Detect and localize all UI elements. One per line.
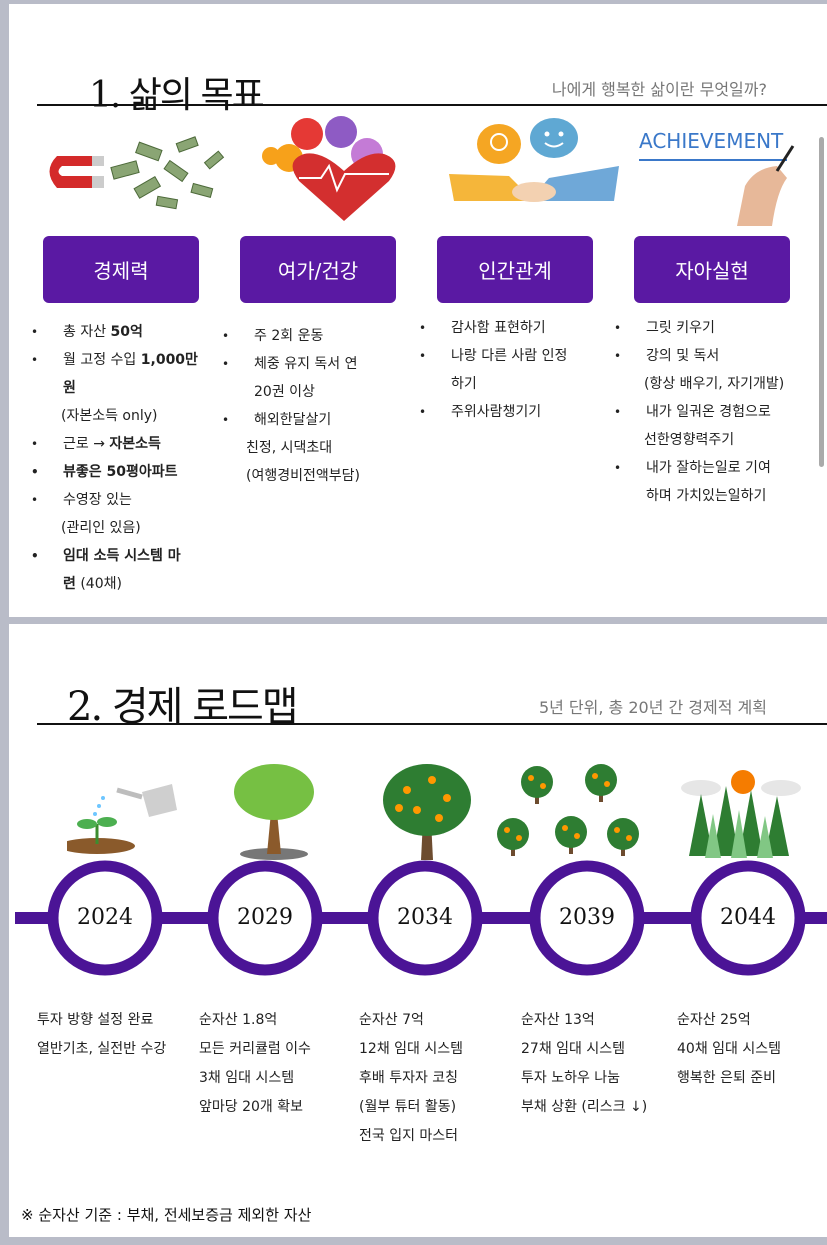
milestone-line: 12채 임대 시스템 [359, 1041, 463, 1057]
milestone-line: 투자 노하우 나눔 [521, 1070, 621, 1086]
list-item-note: 친정, 시댁초대 [246, 440, 333, 456]
milestone-2034: 순자산 7억 12채 임대 시스템 후배 투자자 코칭 (월부 튜터 활동) 전… [359, 1006, 463, 1151]
milestone-line: 모든 커리큘럼 이수 [199, 1041, 311, 1057]
milestone-line: 27채 임대 시스템 [521, 1041, 625, 1057]
milestone-line: (월부 튜터 활동) [359, 1099, 457, 1115]
slide2-title: 2. 경제 로드맵 [67, 684, 299, 730]
list-item-continued: 하기 [451, 376, 477, 392]
list-item: 근로 → 자본소득 [31, 430, 221, 458]
milestone-line: 순자산 25억 [677, 1012, 751, 1028]
milestone-line: 투자 방향 설정 완료 [37, 1012, 154, 1028]
list-item-note: 선한영향력주기 [644, 432, 735, 448]
handshake-icon [449, 118, 619, 202]
economic-roadmap-slide: 2. 경제 로드맵 5년 단위, 총 20년 간 경제적 계획 [9, 624, 827, 1237]
slide1-title: 1. 삶의 목표 [89, 75, 265, 116]
list-item: 나랑 다른 사람 인정 [419, 342, 619, 370]
milestone-line: 후배 투자자 코칭 [359, 1070, 459, 1086]
list-item: 총 자산 50억 [31, 318, 221, 346]
life-goals-slide: 1. 삶의 목표 나에게 행복한 삶이란 무엇일까? [9, 4, 827, 617]
list-item-continued: 하며 가치있는일하기 [646, 488, 767, 504]
category-relationships: 인간관계 [437, 236, 593, 303]
milestone-line: 열반기초, 실전반 수강 [37, 1041, 167, 1057]
year-2039: 2039 [559, 905, 615, 930]
year-2044: 2044 [720, 905, 776, 930]
list-item: 월 고정 수입 1,000만 [31, 346, 221, 374]
scrollbar[interactable] [819, 137, 824, 467]
milestone-2024: 투자 방향 설정 완료 열반기초, 실전반 수강 [37, 1006, 166, 1064]
milestone-2044: 순자산 25억 40채 임대 시스템 행복한 은퇴 준비 [677, 1006, 781, 1093]
list-item: 뷰좋은 50평아파트 [31, 458, 221, 486]
list-item: 그릿 키우기 [614, 314, 819, 342]
list-item-note: (관리인 있음) [61, 520, 141, 536]
milestone-line: 3채 임대 시스템 [199, 1070, 295, 1086]
self-realization-goals-list: 그릿 키우기 강의 및 독서 (항상 배우기, 자기개발) 내가 일궈온 경험으… [614, 314, 819, 510]
list-item: 해외한달살기 [222, 406, 422, 434]
heart-health-icon [262, 116, 396, 221]
fruit-tree-icon [383, 764, 471, 860]
title-divider [37, 104, 827, 106]
year-2029: 2029 [237, 905, 293, 930]
milestone-line: 행복한 은퇴 준비 [677, 1070, 777, 1086]
list-item: 임대 소득 시스템 마 [31, 542, 221, 570]
young-tree-icon [234, 764, 314, 860]
orchard-icon [497, 764, 639, 856]
achievement-writing-icon: ACHIEVEMENT [639, 129, 795, 226]
year-2024: 2024 [77, 905, 133, 930]
milestone-line: 앞마당 20개 확보 [199, 1099, 303, 1115]
milestone-2029: 순자산 1.8억 모든 커리큘럼 이수 3채 임대 시스템 앞마당 20개 확보 [199, 1006, 311, 1122]
milestone-line: 40채 임대 시스템 [677, 1041, 781, 1057]
list-item: 주 2회 운동 [222, 322, 422, 350]
milestone-line: 부채 상환 (리스크 ↓) [521, 1099, 648, 1115]
timeline [15, 860, 827, 976]
title-divider [37, 723, 827, 725]
list-item: 감사함 표현하기 [419, 314, 619, 342]
footnote: ※ 순자산 기준 : 부채, 전세보증금 제외한 자산 [21, 1206, 312, 1224]
list-item-continued: 련 (40채) [63, 576, 122, 592]
list-item: 내가 일궈온 경험으로 [614, 398, 819, 426]
year-2034: 2034 [397, 905, 453, 930]
list-item-continued: 원 [63, 380, 76, 396]
milestone-2039: 순자산 13억 27채 임대 시스템 투자 노하우 나눔 부채 상환 (리스크 … [521, 1006, 647, 1122]
list-item: 주위사람챙기기 [419, 398, 619, 426]
economic-goals-list: 총 자산 50억 월 고정 수입 1,000만 원 (자본소득 only) 근로… [31, 318, 221, 598]
list-item: 강의 및 독서 [614, 342, 819, 370]
list-item: 내가 잘하는일로 기여 [614, 454, 819, 482]
sprout-watering-can-icon [67, 784, 177, 854]
milestone-line: 순자산 7억 [359, 1012, 424, 1028]
achievement-text: ACHIEVEMENT [639, 129, 784, 153]
list-item-note: (항상 배우기, 자기개발) [644, 376, 785, 392]
milestone-line: 순자산 13억 [521, 1012, 595, 1028]
leisure-health-goals-list: 주 2회 운동 체중 유지 독서 연 20권 이상 해외한달살기 친정, 시댁초… [222, 322, 422, 490]
list-item: 수영장 있는 [31, 486, 221, 514]
slide2-subtitle: 5년 단위, 총 20년 간 경제적 계획 [538, 698, 767, 717]
category-economic-power: 경제력 [43, 236, 199, 303]
milestone-line: 전국 입지 마스터 [359, 1128, 459, 1144]
milestone-line: 순자산 1.8억 [199, 1012, 278, 1028]
category-leisure-health: 여가/건강 [240, 236, 396, 303]
forest-icon [681, 770, 801, 858]
slide1-subtitle: 나에게 행복한 삶이란 무엇일까? [551, 80, 767, 99]
list-item-note: (자본소득 only) [61, 408, 158, 424]
category-self-realization: 자아실현 [634, 236, 790, 303]
list-item: 체중 유지 독서 연 [222, 350, 422, 378]
magnet-money-icon [49, 136, 225, 210]
relationship-goals-list: 감사함 표현하기 나랑 다른 사람 인정 하기 주위사람챙기기 [419, 314, 619, 426]
list-item-continued: 20권 이상 [254, 384, 315, 400]
list-item-note: (여행경비전액부담) [246, 468, 360, 484]
